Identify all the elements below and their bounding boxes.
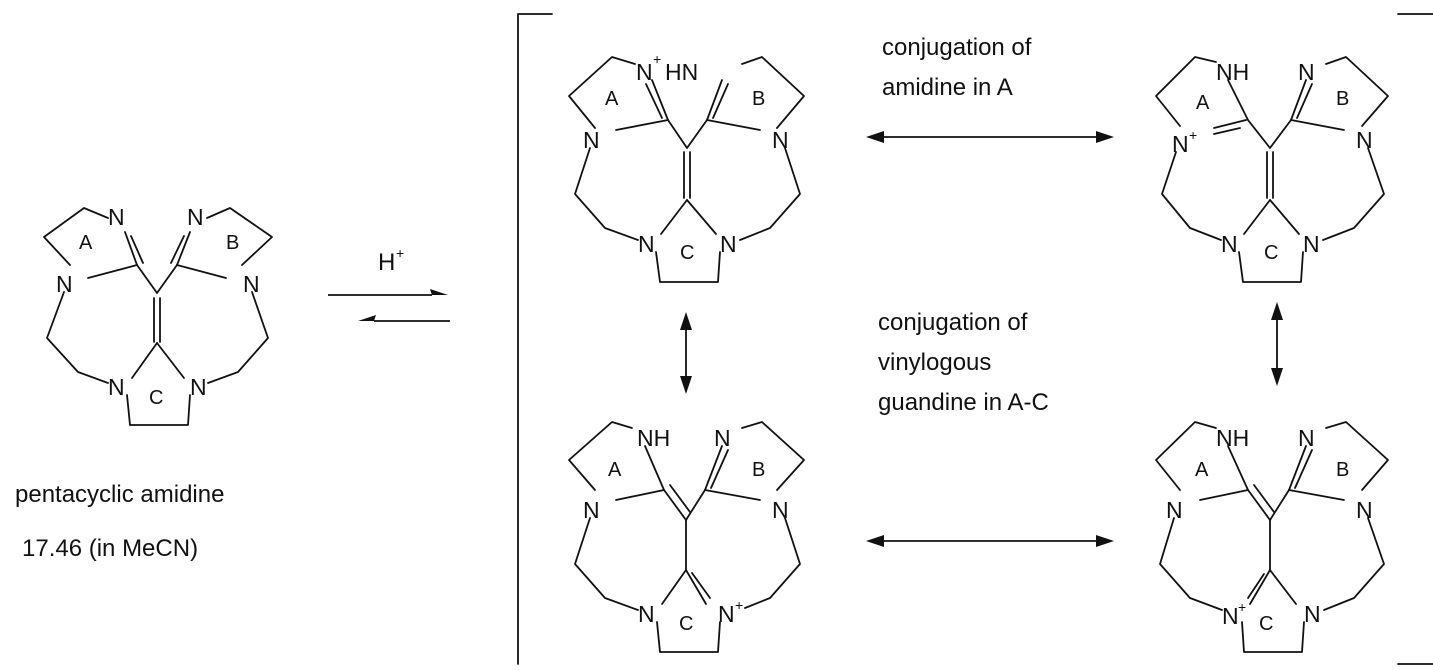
atom-label: N [1221, 231, 1238, 257]
atom-label: HN [665, 59, 698, 85]
compound-pka: 17.46 (in MeCN) [22, 535, 198, 562]
resonance-bracket [517, 13, 1433, 665]
ring-label-a: A [608, 459, 622, 481]
annotation-vinylogous-line1: conjugation of [878, 309, 1028, 336]
atom-label: N [56, 271, 73, 297]
atom-label: N [714, 425, 731, 451]
reagent-label: H [378, 249, 395, 276]
atom-label: N [583, 127, 600, 153]
annotation-amidine-line2: amidine in A [882, 74, 1013, 101]
reverse-arrow-head [358, 315, 376, 321]
atom-label: N [1356, 127, 1373, 153]
charge-plus: + [735, 597, 743, 613]
annotation-vinylogous-line3: guandine in A-C [878, 389, 1049, 416]
ring-label-a: A [605, 88, 619, 110]
atom-label: N [718, 601, 735, 627]
atom-label: N [1222, 603, 1239, 629]
ring-label-b: B [1336, 88, 1349, 110]
ring-label-c: C [679, 613, 693, 635]
ring-label-a: A [1195, 459, 1209, 481]
resonance-form-4: NH N N N N + N A B C [1155, 421, 1389, 653]
atom-label: N [636, 59, 653, 85]
atom-label: N [108, 204, 125, 230]
pentacyclic-amidine-structure: N N N N N N A B C [43, 204, 273, 426]
arrow-head [1271, 302, 1283, 320]
atom-label: N [772, 497, 789, 523]
atom-label: N [1298, 425, 1315, 451]
charge-plus: + [1238, 599, 1246, 615]
compound-name: pentacyclic amidine [15, 481, 224, 508]
atom-label: N [772, 127, 789, 153]
resonance-form-3: NH N N N N N + A B C [568, 421, 805, 653]
arrow-head [866, 535, 884, 547]
atom-label: N [108, 374, 125, 400]
atom-label: N [190, 374, 207, 400]
ring-label-a: A [79, 232, 93, 254]
resonance-arrows [680, 131, 1283, 547]
arrow-head [1096, 131, 1114, 143]
charge-plus: + [653, 51, 661, 67]
ring-label-b: B [752, 88, 765, 110]
atom-label: N [720, 231, 737, 257]
ring-label-b: B [1336, 459, 1349, 481]
atom-label: N [1166, 497, 1183, 523]
ring-label-b: B [226, 232, 239, 254]
atom-label: N [1298, 59, 1315, 85]
arrow-head [866, 131, 884, 143]
annotation-amidine-line1: conjugation of [882, 34, 1032, 61]
ring-label-c: C [680, 242, 694, 264]
atom-label: NH [1216, 425, 1249, 451]
atom-label: NH [1216, 59, 1249, 85]
ring-label-a: A [1196, 92, 1210, 114]
reagent-charge: + [396, 245, 404, 261]
atom-label: N [638, 231, 655, 257]
ring-label-c: C [1264, 242, 1278, 264]
forward-arrow-head [430, 289, 448, 295]
charge-plus: + [1189, 127, 1197, 143]
atom-label: N [1356, 497, 1373, 523]
atom-label: N [1172, 131, 1189, 157]
resonance-form-2: NH N N + N N N A B C [1155, 56, 1389, 283]
arrow-head [1096, 535, 1114, 547]
atom-label: NH [637, 425, 670, 451]
arrow-head [1271, 368, 1283, 386]
atom-label: N [1303, 231, 1320, 257]
atom-label: N [638, 601, 655, 627]
ring-label-c: C [149, 387, 163, 409]
arrow-head [680, 376, 692, 394]
atom-label: N [1304, 601, 1321, 627]
protonation-equilibrium: H + [328, 245, 450, 322]
resonance-form-1: N + HN N N N N A B C [568, 51, 805, 283]
atom-label: N [187, 204, 204, 230]
arrow-head [680, 312, 692, 330]
atom-label: N [243, 271, 260, 297]
ring-label-c: C [1259, 613, 1273, 635]
annotation-vinylogous-line2: vinylogous [878, 349, 991, 376]
atom-label: N [583, 497, 600, 523]
ring-label-b: B [752, 459, 765, 481]
